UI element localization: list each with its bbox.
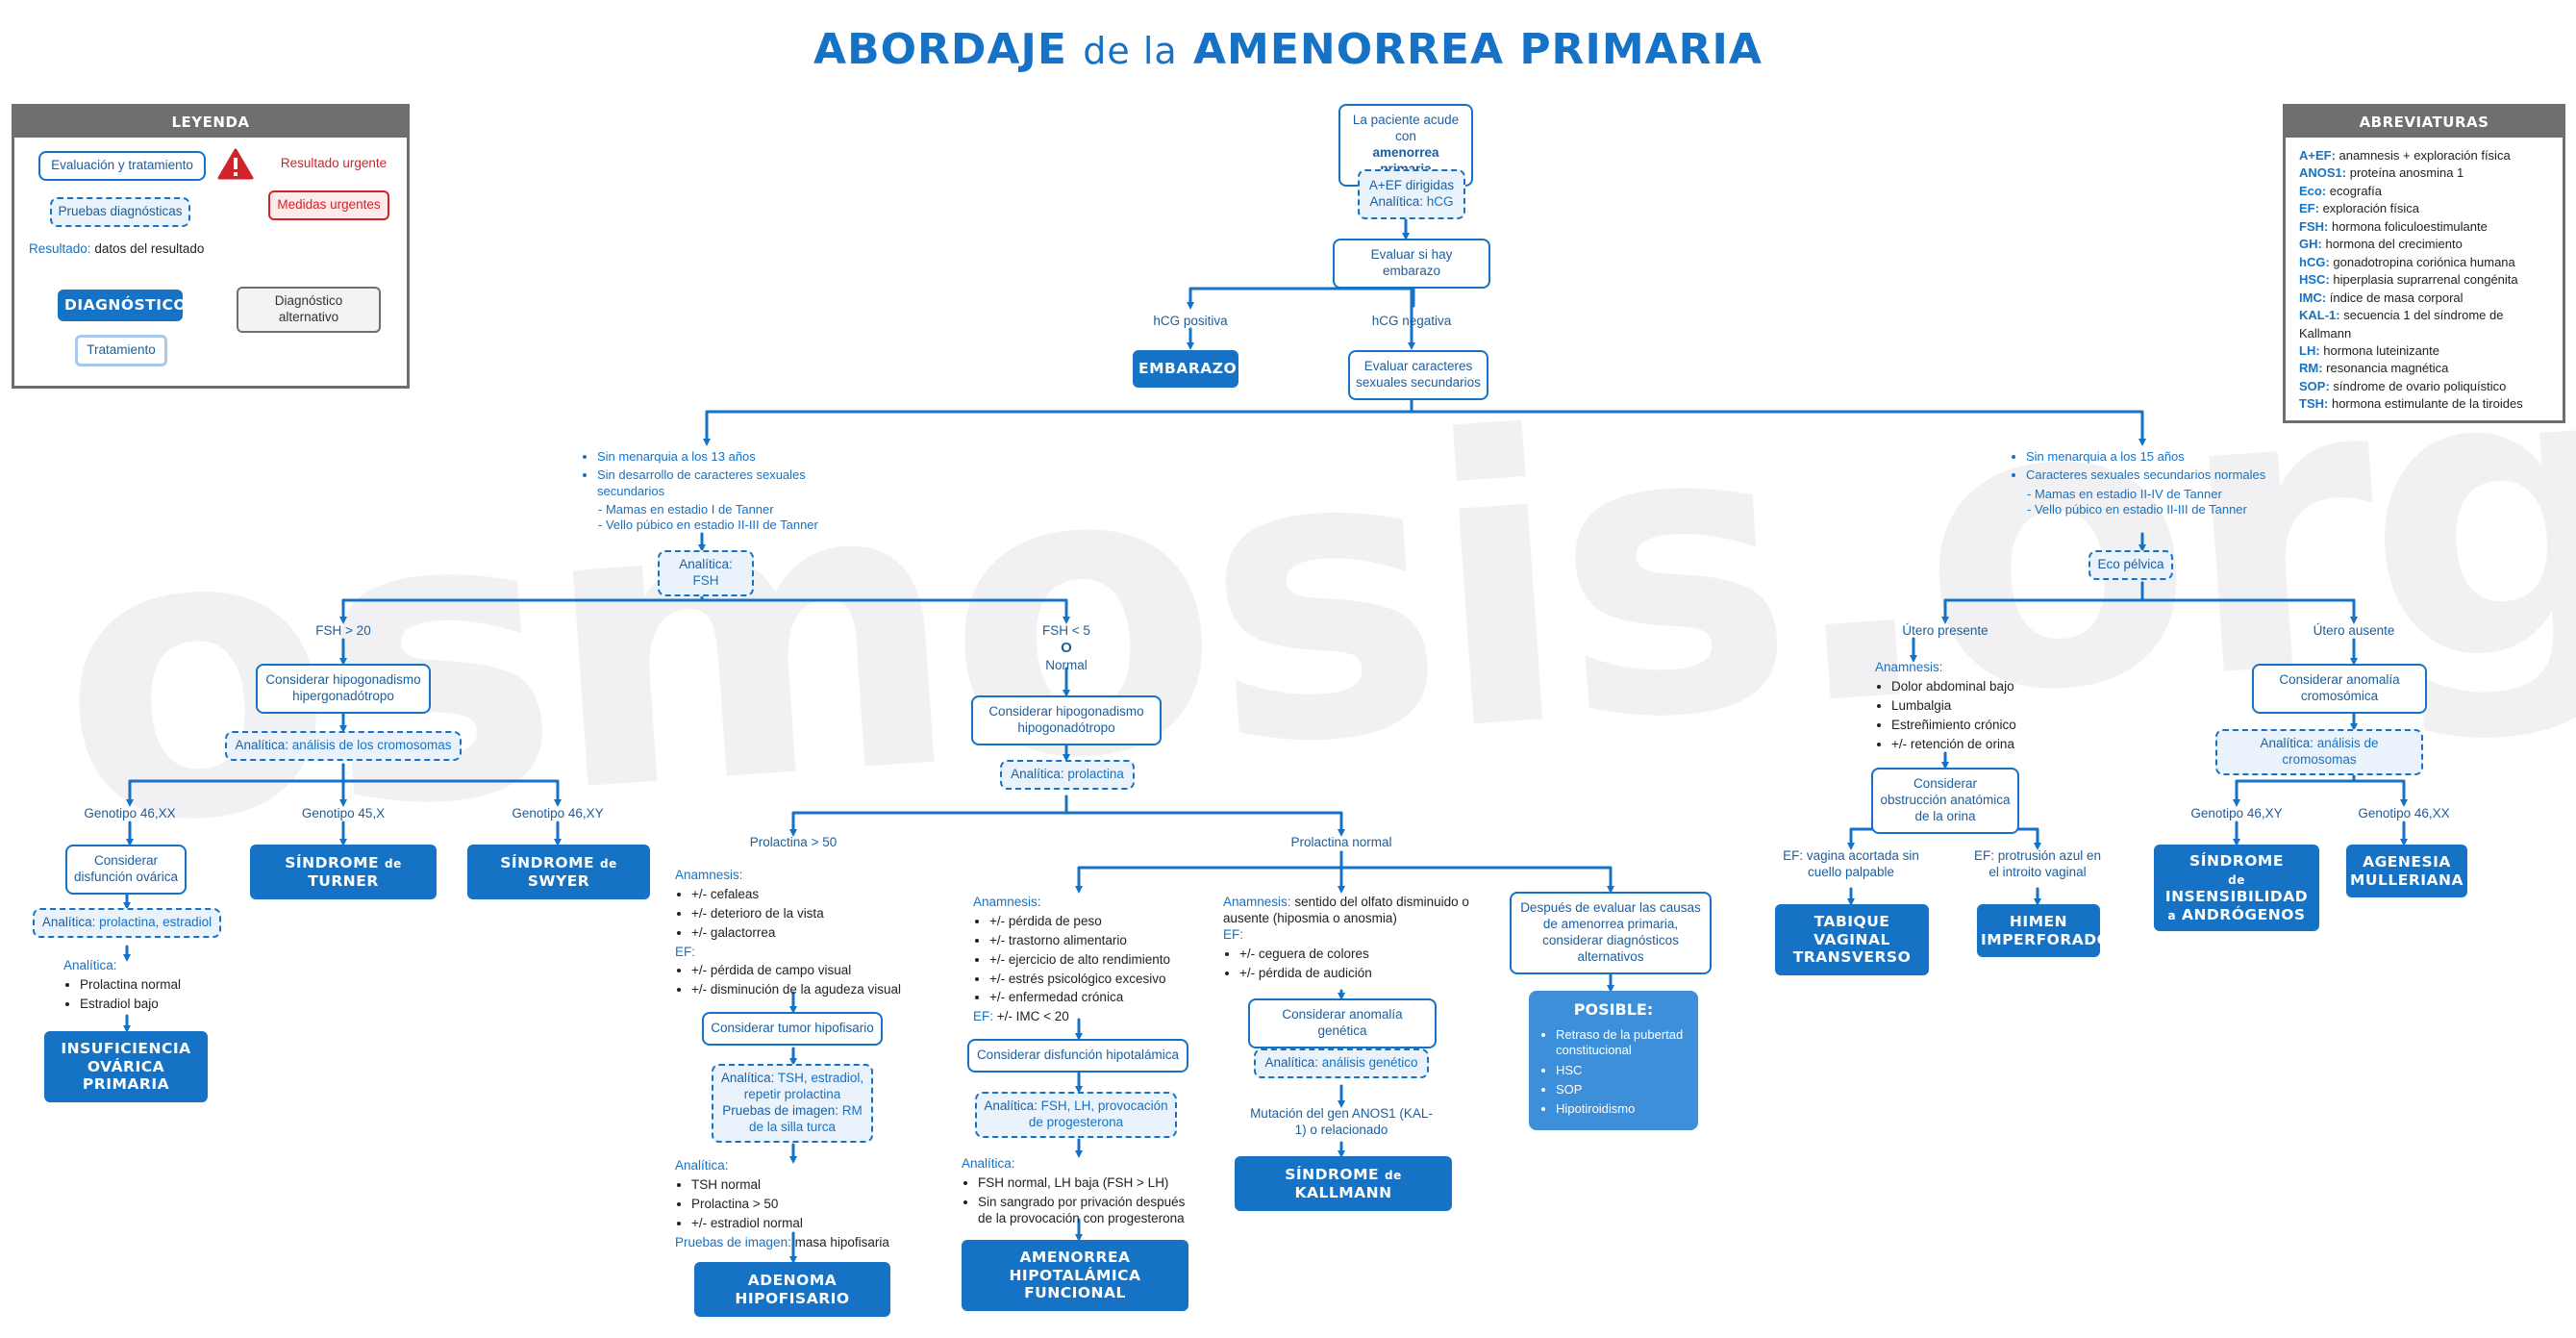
dx-ovarian-insufficiency: INSUFICIENCIA OVÁRICA PRIMARIA — [44, 1031, 208, 1102]
genotype-46xx-right: Genotipo 46,XX — [2358, 806, 2450, 820]
legend-urgent: Resultado urgente — [280, 156, 388, 170]
abbrev-item: TSH: hormona estimulante de la tiroides — [2299, 396, 2523, 412]
legend-title: LEYENDA — [14, 107, 407, 138]
eval-secondary: Evaluar caracteres sexuales secundarios — [1348, 350, 1488, 400]
pelvic-echo: Eco pélvica — [2088, 550, 2173, 580]
abbrev-item: EF: exploración física — [2299, 201, 2420, 216]
legend-diagnosis: DIAGNÓSTICO — [58, 290, 187, 321]
genotype-46xx: Genotipo 46,XX — [84, 806, 176, 820]
anos1-mutation: Mutación del gen ANOS1 (KAL-1) o relacio… — [1250, 1106, 1433, 1137]
genotype-45x: Genotipo 45,X — [301, 806, 386, 820]
dx-functional-hypothalamic: AMENORREA HIPOTALÁMICA FUNCIONAL — [962, 1240, 1188, 1311]
hcg-negative: hCG negativa — [1371, 314, 1452, 328]
possible-box: POSIBLE: Retraso de la pubertad constitu… — [1529, 991, 1698, 1131]
possible-title: POSIBLE: — [1573, 1000, 1654, 1019]
hypothalamic-results: Analítica: FSH normal, LH baja (FSH > LH… — [962, 1156, 1202, 1230]
analytics-fsh: Analítica: FSH — [658, 550, 754, 596]
genetic-anomaly: Considerar anomalía genética — [1248, 998, 1437, 1048]
right-criteria: Sin menarquia a los 15 añosCaracteres se… — [2010, 446, 2288, 518]
prolactin-gt50: Prolactina > 50 — [749, 835, 838, 849]
kallmann-findings: Anamnesis: sentido del olfato disminuido… — [1223, 895, 1473, 984]
dx-imperforate-hymen: HIMEN IMPERFORADO — [1977, 904, 2110, 958]
genotype-46xy: Genotipo 46,XY — [512, 806, 604, 820]
hymen-finding: EF: protrusión azul en el introito vagin… — [1973, 848, 2102, 879]
analytics-ovarian: Analítica: prolactina, estradiol — [33, 908, 221, 938]
abbrev-item: IMC: índice de masa corporal — [2299, 290, 2463, 305]
uterus-present-findings: Anamnesis: Dolor abdominal bajoLumbalgia… — [1875, 660, 2067, 755]
legend-eval: Evaluación y tratamiento — [38, 151, 206, 181]
abbrev-item: FSH: hormona foliculoestimulante — [2299, 218, 2488, 234]
genetic-tests: Analítica: análisis genético — [1254, 1048, 1429, 1078]
analytics-prolactin: Analítica: prolactina — [1000, 760, 1135, 790]
genotype-46xy-right: Genotipo 46,XY — [2190, 806, 2283, 820]
alternative-diagnoses: Después de evaluar las causas de amenorr… — [1510, 892, 1712, 974]
left-criteria: Sin menarquia a los 13 añosSin desarroll… — [581, 446, 860, 533]
pituitary-results: Analítica: TSH normalProlactina > 50+/- … — [675, 1158, 915, 1250]
dx-swyer: SÍNDROME de SWYER — [467, 845, 650, 900]
abbrev-item: LH: hormona luteinizante — [2299, 342, 2439, 358]
legend-urgent-measures: Medidas urgentes — [268, 190, 389, 220]
abbrev-item: RM: resonancia magnética — [2299, 361, 2449, 376]
legend-tests: Pruebas diagnósticas — [50, 197, 190, 227]
abbrev-item: HSC: hiperplasia suprarrenal congénita — [2299, 272, 2518, 288]
eval-pregnancy: Evaluar si hay embarazo — [1333, 239, 1490, 289]
analytics-chromosomes-right: Analítica: análisis de cromosomas — [2215, 729, 2423, 775]
uterus-present: Útero presente — [1902, 623, 1988, 638]
abbrev-item: hCG: gonadotropina coriónica humana — [2299, 254, 2515, 269]
pituitary-tumor: Considerar tumor hipofisario — [702, 1012, 883, 1046]
warning-icon — [217, 148, 254, 186]
dx-adenoma: ADENOMA HIPOFISARIO — [694, 1262, 890, 1318]
abbrev-item: SOP: síndrome de ovario poliquístico — [2299, 378, 2507, 393]
abbrev-item: GH: hormona del crecimiento — [2299, 237, 2463, 252]
ovarian-dysfunction: Considerar disfunción ovárica — [65, 845, 187, 895]
hypothalamic-tests: Analítica: FSH, LH, provocación de proge… — [975, 1092, 1177, 1138]
legend-treatment: Tratamiento — [75, 335, 167, 366]
ovarian-results: Analítica: Prolactina normalEstradiol ba… — [63, 958, 237, 1016]
legend-result: Resultado: datos del resultado — [29, 241, 205, 256]
abbrev-item: ANOS1: proteína anosmina 1 — [2299, 165, 2464, 181]
abbrev-panel: ABREVIATURAS A+EF: anamnesis + exploraci… — [2283, 104, 2565, 423]
fsh-gt20: FSH > 20 — [315, 623, 371, 638]
prolactin-normal: Prolactina normal — [1290, 835, 1392, 849]
analytics-chromosomes: Analítica: análisis de los cromosomas — [225, 731, 462, 761]
dx-kallmann: SÍNDROME de KALLMANN — [1235, 1156, 1452, 1212]
abbrev-item: Eco: ecografía — [2299, 183, 2382, 198]
hcg-positive: hCG positiva — [1153, 314, 1228, 328]
hypogonadotropic: Considerar hipogonadismo hipogonadótropo — [971, 695, 1162, 745]
pituitary-tests: Analítica: TSH, estradiol, repetir prola… — [712, 1064, 873, 1143]
dx-turner: SÍNDROME de TURNER — [250, 845, 437, 900]
dx-transverse-septum: TABIQUE VAGINAL TRANSVERSO — [1775, 904, 1929, 975]
vaginal-septum-finding: EF: vagina acortada sin cuello palpable — [1783, 848, 1919, 879]
abbrev-item: KAL-1: secuencia 1 del síndrome de Kallm… — [2299, 308, 2504, 341]
uterus-absent: Útero ausente — [2313, 623, 2395, 638]
chromosomal-anomaly: Considerar anomalía cromosómica — [2252, 664, 2427, 714]
abbrev-item: A+EF: anamnesis + exploración física — [2299, 148, 2511, 163]
urinary-obstruction: Considerar obstrucción anatómica de la o… — [1871, 768, 2019, 834]
hypergonadotropic: Considerar hipogonadismo hipergonadótrop… — [256, 664, 431, 714]
page-title: ABORDAJE de la AMENORREA PRIMARIA — [813, 25, 1763, 74]
hypothalamic-dysfunction: Considerar disfunción hipotalámica — [967, 1039, 1188, 1073]
abbrev-title: ABREVIATURAS — [2286, 107, 2563, 138]
dx-pregnancy: EMBARAZO — [1133, 350, 1238, 388]
dx-mullerian-agenesis: AGENESIA MULLERIANA — [2346, 845, 2467, 898]
hypothalamic-findings: Anamnesis: +/- pérdida de peso+/- trasto… — [973, 895, 1194, 1025]
abbrev-list: A+EF: anamnesis + exploración física ANO… — [2286, 138, 2563, 423]
legend-alt: Diagnóstico alternativo — [237, 287, 381, 333]
pituitary-findings: Anamnesis: +/- cefaleas+/- deterioro de … — [675, 868, 915, 1001]
